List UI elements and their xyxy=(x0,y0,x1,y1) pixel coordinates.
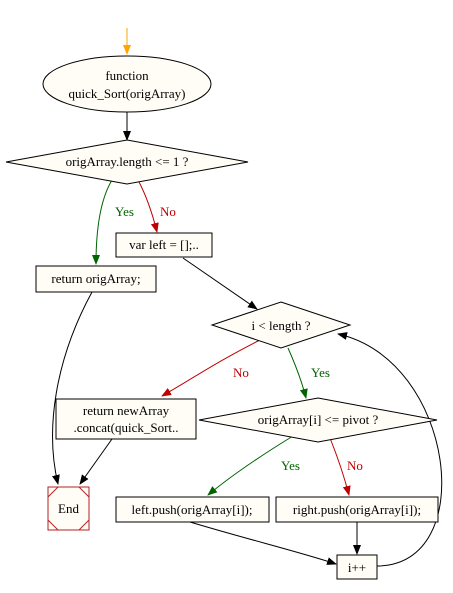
node-increment: i++ xyxy=(336,554,378,580)
edge-cond-pivot-no xyxy=(329,437,351,496)
edges xyxy=(52,28,443,567)
edge-cond-length-no xyxy=(137,179,159,233)
function-line1: function xyxy=(105,68,149,83)
increment-text: i++ xyxy=(348,560,366,575)
cond-loop-diamond xyxy=(210,301,352,349)
node-cond-length: origArray.length <= 1 ? xyxy=(5,139,249,185)
node-cond-pivot: origArray[i] <= pivot ? xyxy=(198,397,438,443)
var-left-box xyxy=(115,232,213,258)
label-cond-length-no: No xyxy=(160,204,176,219)
node-right-push: right.push(origArray[i]); xyxy=(275,496,439,523)
label-cond-length-yes: Yes xyxy=(115,204,134,219)
return-orig-box xyxy=(35,265,157,293)
edge-cond-loop-no xyxy=(161,339,261,397)
return-new-box xyxy=(55,398,197,440)
left-push-box xyxy=(115,496,270,523)
right-push-box xyxy=(275,496,439,523)
end-text: End xyxy=(58,501,79,516)
node-return-orig: return origArray; xyxy=(35,265,157,293)
edge-var-left-to-cond-loop xyxy=(182,257,258,310)
edge-return-new-to-end xyxy=(79,438,113,485)
label-cond-loop-yes: Yes xyxy=(311,365,330,380)
label-cond-loop-no: No xyxy=(233,365,249,380)
end-corner-br xyxy=(78,519,90,531)
function-ellipse xyxy=(42,55,212,113)
right-push-text: right.push(origArray[i]); xyxy=(293,502,421,517)
end-corner-tr xyxy=(78,486,90,498)
left-push-text: left.push(origArray[i]); xyxy=(132,502,253,517)
node-end: End xyxy=(47,486,90,531)
var-left-text: var left = [];.. xyxy=(129,237,199,252)
node-cond-loop: i < length ? xyxy=(210,301,352,349)
edge-left-push-to-increment xyxy=(189,521,337,565)
cond-pivot-diamond xyxy=(198,397,438,443)
return-new-line1: return newArray xyxy=(83,403,170,418)
end-box xyxy=(47,486,90,531)
return-new-line2: .concat(quick_Sort.. xyxy=(73,420,178,435)
cond-length-text: origArray.length <= 1 ? xyxy=(66,154,189,169)
function-line2: quick_Sort(origArray) xyxy=(69,86,186,101)
node-var-left: var left = [];.. xyxy=(115,232,213,258)
node-return-new: return newArray .concat(quick_Sort.. xyxy=(55,398,197,440)
cond-loop-text: i < length ? xyxy=(252,318,311,333)
cond-length-diamond xyxy=(5,139,249,185)
end-corner-tl xyxy=(47,486,59,498)
cond-pivot-text: origArray[i] <= pivot ? xyxy=(258,412,379,427)
edge-cond-pivot-yes xyxy=(207,435,294,496)
increment-box xyxy=(336,554,378,580)
node-left-push: left.push(origArray[i]); xyxy=(115,496,270,523)
edge-return-orig-to-end xyxy=(52,291,93,485)
return-orig-text: return origArray; xyxy=(51,271,140,286)
edge-cond-length-yes xyxy=(92,179,113,265)
label-cond-pivot-yes: Yes xyxy=(281,458,300,473)
edge-cond-loop-yes xyxy=(287,347,308,399)
edge-increment-loop-back xyxy=(337,332,443,567)
label-cond-pivot-no: No xyxy=(347,458,363,473)
end-corner-bl xyxy=(47,519,59,531)
node-function: function quick_Sort(origArray) xyxy=(42,55,212,113)
